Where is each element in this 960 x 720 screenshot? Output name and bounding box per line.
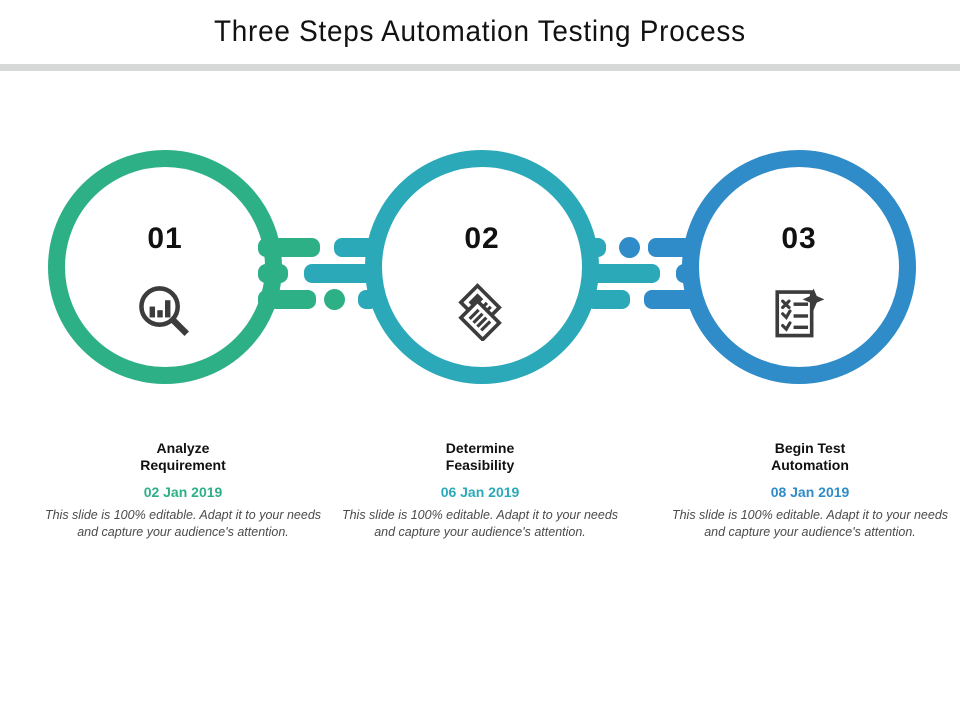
title-divider <box>0 64 960 71</box>
caption-2-title: Determine Feasibility <box>445 440 515 473</box>
caption-step-2: Determine Feasibility 06 Jan 2019 This s… <box>334 440 626 541</box>
caption-3-title: Begin Test Automation <box>771 440 849 473</box>
checklist-sparkle-icon <box>657 280 941 344</box>
connector-2-teal-mid <box>586 264 660 283</box>
connector-2-3 <box>586 90 706 420</box>
connector-2-teal-top <box>586 238 606 257</box>
magnifier-bar-chart-icon <box>23 280 307 344</box>
process-diagram: 01 <box>0 90 960 420</box>
caption-step-1: Analyze Requirement 02 Jan 2019 This sli… <box>37 440 329 541</box>
step-2-number: 02 <box>464 222 500 255</box>
connector-1-green-bottom <box>258 290 316 309</box>
caption-2-date: 06 Jan 2019 <box>440 484 520 500</box>
caption-1-title: Analyze Requirement <box>140 440 226 473</box>
connector-1-dot <box>324 289 345 310</box>
process-step-2[interactable]: 02 <box>340 90 660 420</box>
connector-1-2 <box>258 90 378 420</box>
connector-2-dot <box>619 237 640 258</box>
connector-1-teal-mid <box>304 264 378 283</box>
caption-3-body: This slide is 100% editable. Adapt it to… <box>671 508 949 539</box>
step-3-ring <box>682 150 916 384</box>
process-step-1[interactable]: 01 <box>23 90 343 420</box>
caption-1-date: 02 Jan 2019 <box>143 484 223 500</box>
page-title: Three Steps Automation Testing Process <box>214 15 746 48</box>
connector-1-green-mid <box>258 264 288 283</box>
caption-1-body: This slide is 100% editable. Adapt it to… <box>44 508 322 539</box>
step-captions: Analyze Requirement 02 Jan 2019 This sli… <box>0 440 960 590</box>
diamond-documents-icon <box>340 280 624 344</box>
title-bar: Three Steps Automation Testing Process <box>0 0 960 64</box>
caption-3-date: 08 Jan 2019 <box>770 484 850 500</box>
caption-step-3: Begin Test Automation 08 Jan 2019 This s… <box>664 440 956 541</box>
connector-1-green-top <box>258 238 320 257</box>
process-step-3[interactable]: 03 <box>657 90 960 420</box>
step-2-ring <box>365 150 599 384</box>
caption-2-body: This slide is 100% editable. Adapt it to… <box>341 508 619 539</box>
step-3-number: 03 <box>781 222 817 255</box>
step-1-number: 01 <box>147 222 183 255</box>
connector-2-teal-bottom <box>586 290 630 309</box>
step-1-ring <box>48 150 282 384</box>
